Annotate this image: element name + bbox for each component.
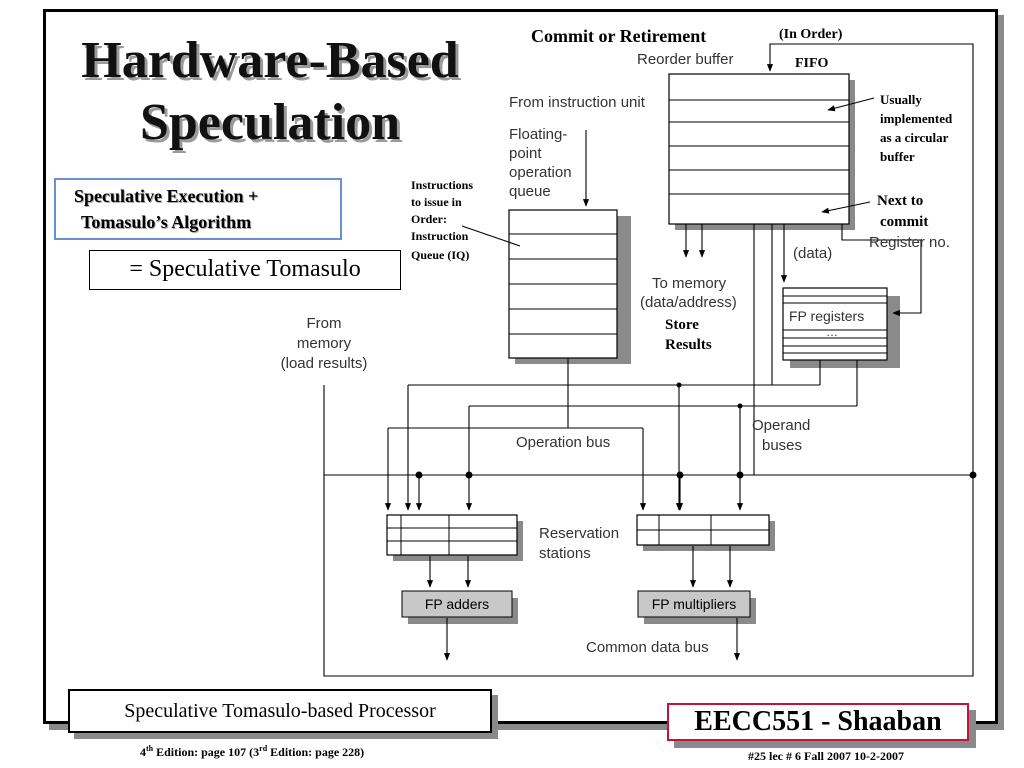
next-to-commit-note: Next to commit [877, 193, 928, 230]
instruction-queue-note: Instructions to issue in Order: Instruct… [411, 178, 473, 262]
instr-note-line-2: to issue in [411, 195, 462, 209]
store-results-line-2: Results [665, 337, 712, 353]
register-no-label: Register no. [869, 234, 950, 251]
slide-caption: Speculative Tomasulo-based Processor [68, 689, 492, 733]
usually-line-2: implemented [880, 111, 953, 126]
from-instruction-unit-label: From instruction unit [509, 94, 646, 111]
next-commit-line-1: Next to [877, 193, 923, 209]
instr-note-line-1: Instructions [411, 178, 473, 192]
title-line-1: Hardware-Based [81, 32, 459, 89]
footer-ed3-rest: Edition: page 228) [267, 745, 365, 759]
instr-note-line-5: Queue (IQ) [411, 248, 469, 262]
fp-operation-queue [508, 209, 631, 364]
to-memory-line-1: To memory [652, 275, 727, 292]
fp-queue-line-1: Floating- [509, 126, 567, 143]
spec-line-1: Speculative Execution + [74, 186, 259, 206]
speculative-execution-box: Speculative Execution + Tomasulo’s Algor… [54, 178, 342, 240]
reorder-buffer [668, 73, 855, 230]
footer-ed3-sup: rd [259, 744, 268, 753]
slide-title: Hardware-Based Speculation [50, 30, 490, 154]
footer-lecture-info: #25 lec # 6 Fall 2007 10-2-2007 [748, 749, 904, 763]
reservation-stations-line-2: stations [539, 545, 591, 562]
fp-adders-label: FP adders [425, 596, 489, 612]
fp-multipliers-label: FP multipliers [652, 596, 737, 612]
reservation-stations-adders [386, 514, 523, 561]
fp-queue-line-2: point [509, 145, 542, 162]
footer-ed4-sup: th [146, 744, 154, 753]
course-brand: EECC551 - Shaaban [667, 703, 969, 741]
store-results-line-1: Store [665, 317, 699, 333]
title-line-2: Speculation [139, 94, 401, 151]
junction-dots [415, 382, 977, 479]
fp-queue-line-4: queue [509, 183, 551, 200]
operand-buses-line-2: buses [762, 437, 802, 454]
from-memory-line-3: (load results) [281, 355, 368, 372]
to-memory-line-2: (data/address) [640, 294, 737, 311]
fp-registers-dots: … [826, 325, 838, 339]
fp-adders-unit: FP adders [401, 590, 518, 624]
common-data-bus-label: Common data bus [586, 639, 709, 656]
diagram-connectors [323, 43, 975, 677]
fp-multipliers-unit: FP multipliers [637, 590, 756, 624]
reservation-stations-line-1: Reservation [539, 525, 619, 542]
reorder-buffer-label: Reorder buffer [637, 51, 733, 68]
instr-note-line-3: Order: [411, 212, 447, 226]
speculative-tomasulo-box: = Speculative Tomasulo [89, 250, 401, 290]
data-label: (data) [793, 245, 832, 262]
fp-registers [782, 287, 900, 368]
footer-ed4-rest: Edition: page 107 (3 [153, 745, 260, 759]
operand-buses-line-1: Operand [752, 417, 810, 434]
in-order-label: (In Order) [779, 27, 843, 42]
usually-line-1: Usually [880, 92, 922, 107]
instr-note-line-4: Instruction [411, 229, 469, 243]
usually-line-4: buffer [880, 149, 915, 164]
from-memory-line-1: From [307, 315, 342, 332]
operation-bus-label: Operation bus [516, 434, 610, 451]
footer-ed4: 4 [140, 745, 146, 759]
footer-edition-reference: 4th Edition: page 107 (3rd Edition: page… [140, 744, 364, 760]
fp-registers-label: FP registers [789, 308, 864, 324]
from-memory-line-2: memory [297, 335, 352, 352]
fp-queue-label: Floating- point operation queue [509, 126, 572, 200]
usually-line-3: as a circular [880, 130, 949, 145]
fp-queue-line-3: operation [509, 164, 572, 181]
reservation-stations-multipliers [636, 514, 775, 551]
spec-line-2: Tomasulo’s Algorithm [81, 212, 252, 232]
circular-buffer-note: Usually implemented as a circular buffer [880, 92, 953, 164]
next-commit-line-2: commit [880, 214, 928, 230]
commit-label: Commit or Retirement [531, 26, 706, 46]
fifo-label: FIFO [795, 56, 829, 71]
